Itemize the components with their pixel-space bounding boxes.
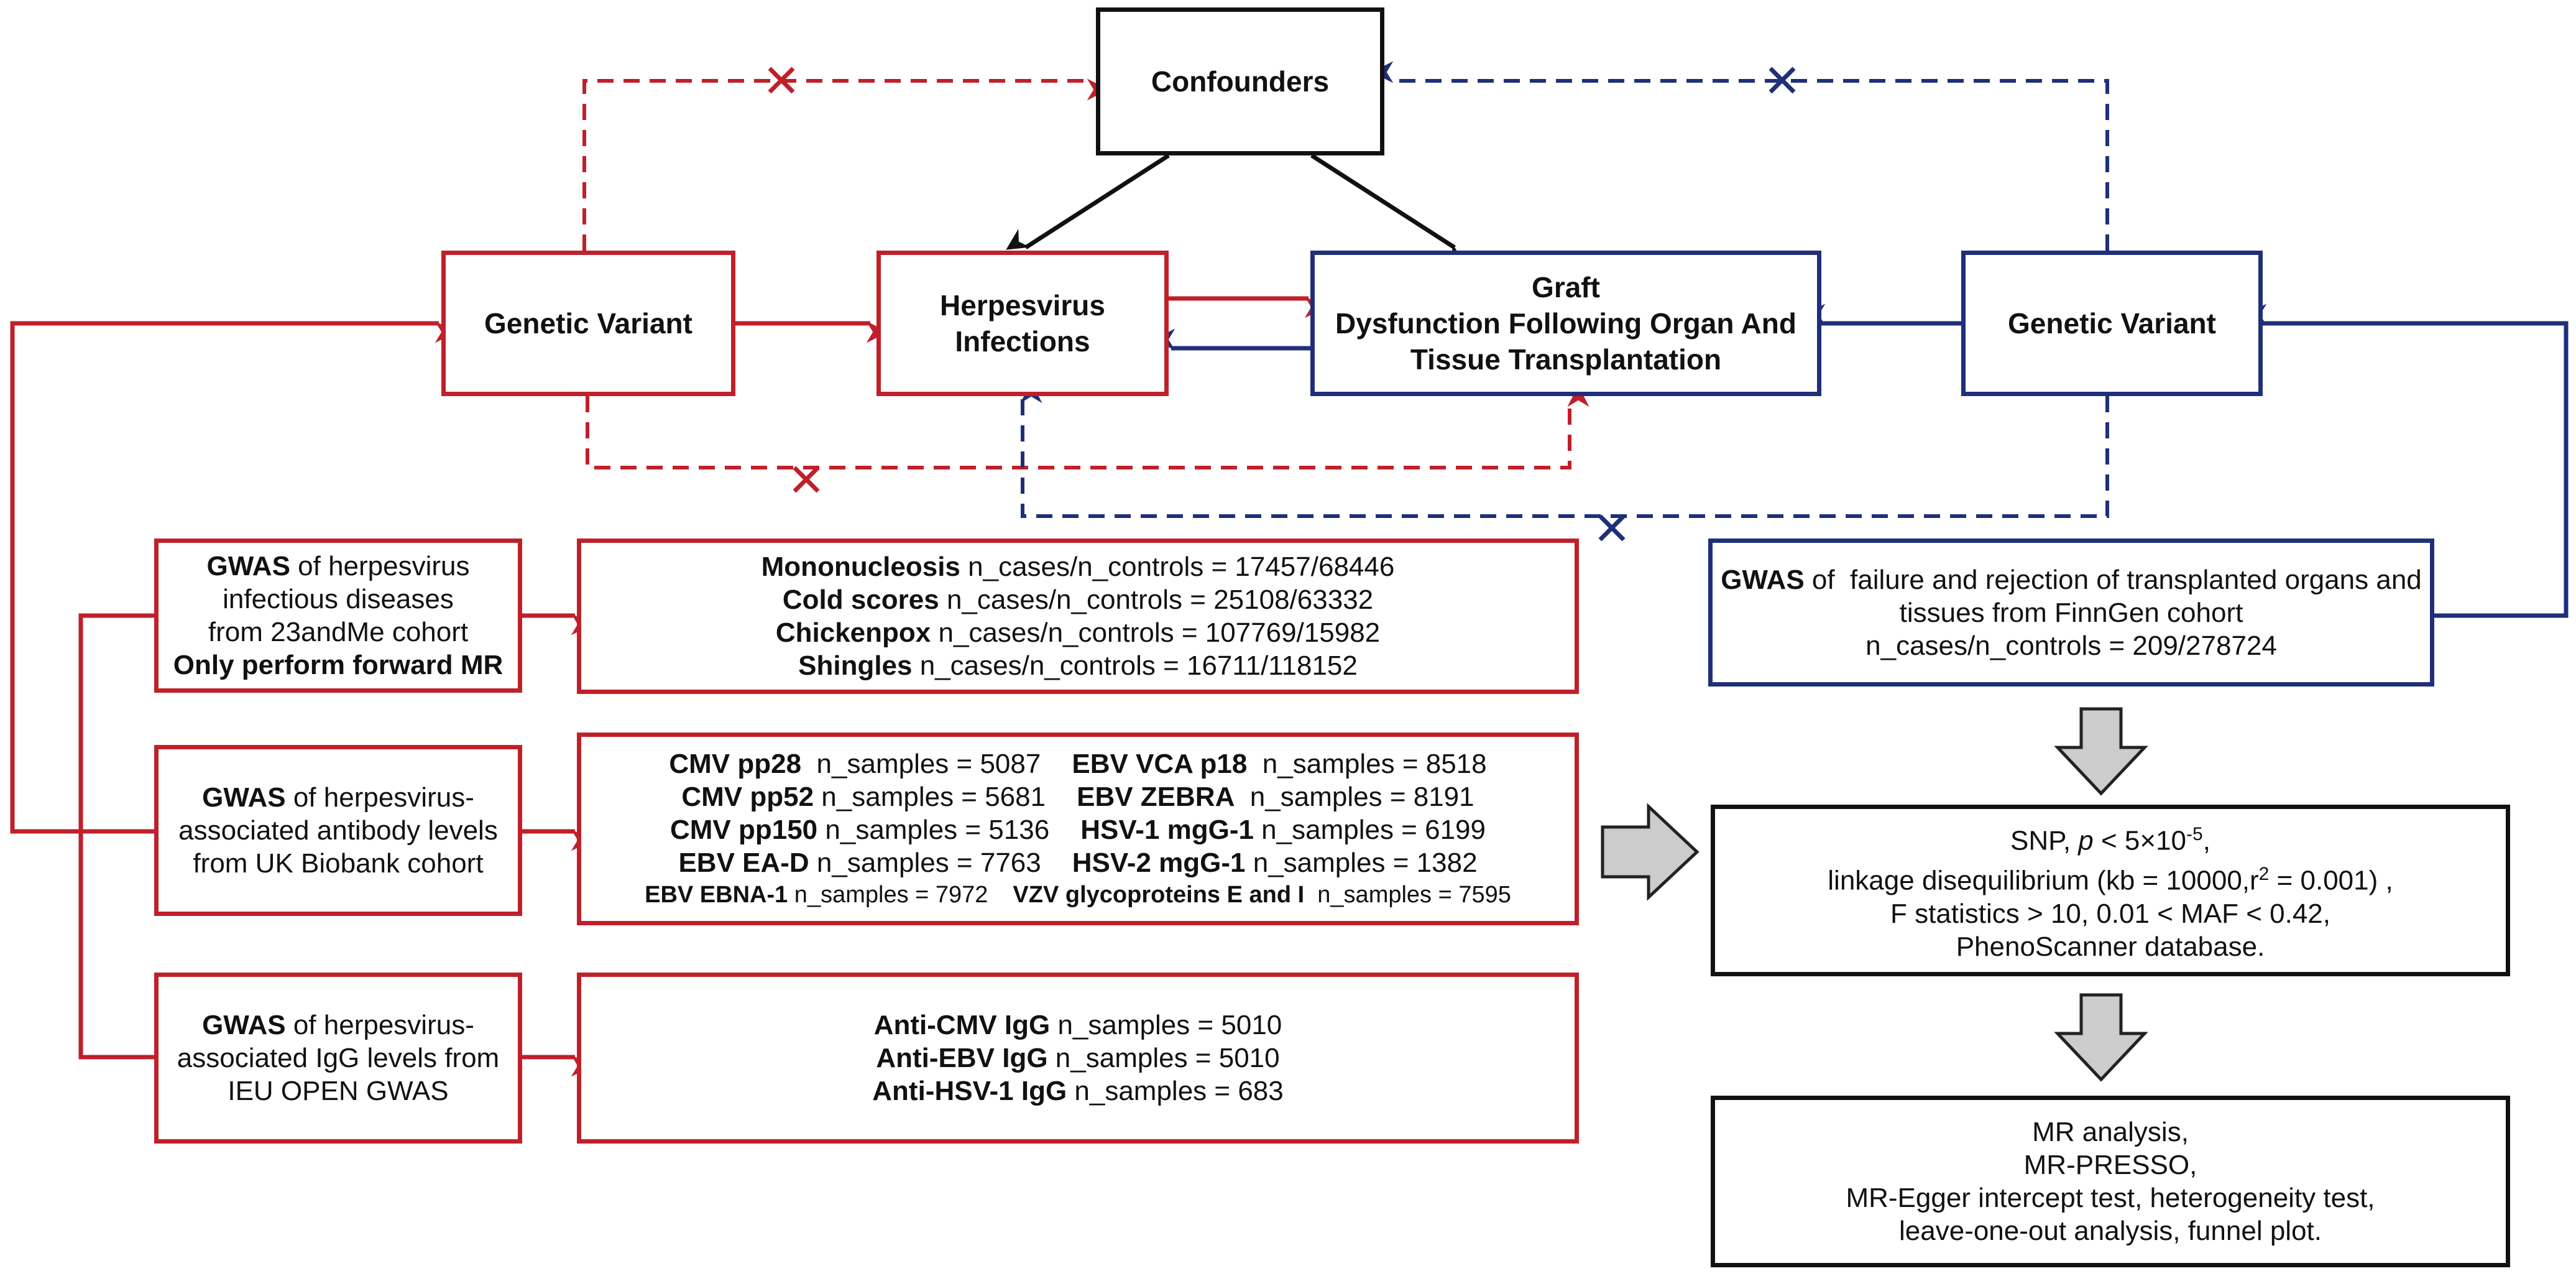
mr-line: MR analysis, [2032, 1117, 2189, 1147]
arrow-confounders-graft [1310, 154, 1465, 265]
herpes-label-line2: Infections [955, 325, 1090, 358]
disease-row: Chickenpox n_cases/n_controls = 107769/1… [775, 617, 1381, 648]
antibody-row: EBV EA-D n_samples = 7763 HSV-2 mgG-1 n_… [678, 847, 1478, 878]
finngen-line: n_cases/n_controls = 209/278724 [1865, 630, 2277, 661]
spine-inner [78, 613, 157, 1060]
diseases-box: Mononucleosis n_cases/n_controls = 17457… [577, 539, 1579, 694]
mr-line: MR-Egger intercept test, heterogeneity t… [1846, 1183, 2375, 1213]
herpes-label-line1: Herpesvirus [940, 289, 1105, 321]
herpesvirus-infections-node: Herpesvirus Infections [876, 251, 1169, 396]
graft-dysfunction-node: Graft Dysfunction Following Organ And Ti… [1310, 251, 1821, 396]
dashed-variant-graft [586, 385, 1589, 469]
gwas-line: from 23andMe cohort [208, 617, 469, 647]
cross-mark [768, 67, 795, 94]
dashed-variant-confounders [582, 78, 1109, 251]
gwas-line: GWAS of herpesvirus- [202, 1010, 474, 1040]
dashed-right-variant-herpes [1020, 381, 2109, 518]
arrow-finngen-right-variant [2245, 303, 2569, 618]
gray-arrow-right [1601, 803, 1700, 901]
antibodies-box: CMV pp28 n_samples = 5087 EBV VCA p18 n_… [577, 733, 1579, 925]
igg-row: Anti-CMV IgG n_samples = 5010 [873, 1010, 1282, 1040]
arrow-confounders-herpes [1006, 154, 1170, 250]
confounders-node: Confounders [1096, 7, 1384, 155]
gwas-line: IEU OPEN GWAS [228, 1076, 449, 1106]
gray-arrow-down [2054, 707, 2148, 796]
gwas-23andme-box: GWAS of herpesvirus infectious diseases … [154, 539, 522, 693]
genetic-variant-right-node: Genetic Variant [1961, 251, 2263, 396]
gwas-line: GWAS of herpesvirus- [202, 782, 474, 813]
gwas-line: GWAS of herpesvirus [206, 551, 470, 581]
finngen-box: GWAS of failure and rejection of transpl… [1708, 539, 2434, 687]
disease-row: Cold scores n_cases/n_controls = 25108/6… [782, 585, 1374, 615]
mr-analysis-box: MR analysis, MR-PRESSO, MR-Egger interce… [1711, 1096, 2510, 1267]
antibody-row: CMV pp52 n_samples = 5681 EBV ZEBRA n_sa… [681, 781, 1474, 812]
graft-label-line1: Graft [1532, 271, 1600, 303]
cross-mark [1598, 514, 1626, 542]
snp-line: linkage disequilibrium (kb = 10000,r2 = … [1828, 864, 2393, 896]
antibody-row: CMV pp150 n_samples = 5136 HSV-1 mgG-1 n… [669, 814, 1486, 845]
graft-label-line2: Dysfunction Following Organ And [1335, 307, 1796, 340]
disease-row: Shingles n_cases/n_controls = 16711/1181… [798, 650, 1358, 681]
igg-row: Anti-HSV-1 IgG n_samples = 683 [872, 1076, 1284, 1106]
gwas-line: associated IgG levels from [177, 1043, 500, 1073]
dashed-right-variant-confounders [1371, 61, 2109, 251]
cross-mark [1769, 67, 1796, 94]
genetic-variant-left-node: Genetic Variant [441, 251, 735, 396]
finngen-line: tissues from FinnGen cohort [1899, 597, 2243, 628]
graft-label-line3: Tissue Transplantation [1410, 343, 1722, 376]
snp-line: PhenoScanner database. [1956, 931, 2265, 962]
cross-mark [793, 466, 820, 493]
snp-line: SNP, p < 5×10-5, [2010, 824, 2210, 856]
gwas-line: infectious diseases [223, 584, 454, 614]
mr-line: MR-PRESSO, [2023, 1150, 2197, 1180]
mr-line: leave-one-out analysis, funnel plot. [1899, 1216, 2322, 1246]
igg-row: Anti-EBV IgG n_samples = 5010 [876, 1043, 1280, 1073]
gwas-ieu-box: GWAS of herpesvirus- associated IgG leve… [154, 973, 522, 1144]
gwas-line: associated antibody levels [178, 815, 498, 846]
genetic-variant-label: Genetic Variant [2008, 307, 2216, 340]
gwas-ukbiobank-box: GWAS of herpesvirus- associated antibody… [154, 745, 522, 916]
gwas-line-bold: Only perform forward MR [173, 650, 504, 680]
gray-arrow-down [2054, 993, 2148, 1082]
finngen-line: GWAS of failure and rejection of transpl… [1721, 564, 2422, 595]
igg-box: Anti-CMV IgG n_samples = 5010 Anti-EBV I… [577, 973, 1579, 1144]
arrow-spine-variant [10, 321, 457, 834]
gwas-line: from UK Biobank cohort [193, 848, 484, 879]
antibody-row: CMV pp28 n_samples = 5087 EBV VCA p18 n_… [669, 748, 1487, 779]
snp-criteria-box: SNP, p < 5×10-5, linkage disequilibrium … [1711, 805, 2510, 976]
disease-row: Mononucleosis n_cases/n_controls = 17457… [761, 552, 1395, 582]
confounders-label: Confounders [1151, 65, 1330, 98]
snp-line: F statistics > 10, 0.01 < MAF < 0.42, [1890, 898, 2330, 929]
antibody-row: EBV EBNA-1 n_samples = 7972 VZV glycopro… [645, 881, 1511, 908]
genetic-variant-label: Genetic Variant [484, 307, 692, 340]
